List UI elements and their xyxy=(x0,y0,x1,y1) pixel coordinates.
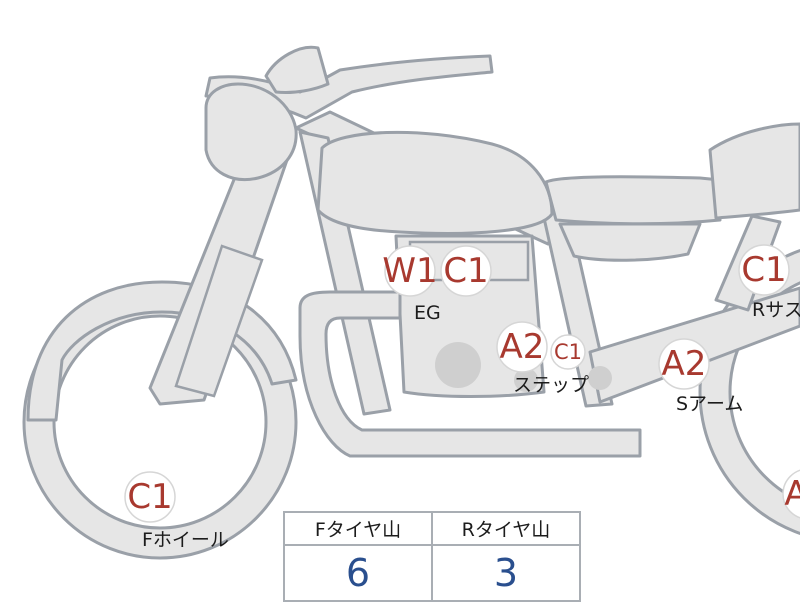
grade-text: C1 xyxy=(127,477,172,517)
meter xyxy=(264,45,330,94)
exhaust-pipe xyxy=(298,290,642,458)
label-engine: EG xyxy=(414,302,441,324)
grade-marker-swingarm-a2: A2 xyxy=(658,338,710,390)
rear-fender xyxy=(708,122,800,220)
tire-tread-table: Fタイヤ山 Rタイヤ山 6 3 xyxy=(283,511,581,602)
header-rear-tire: Rタイヤ山 xyxy=(431,511,581,546)
fuel-tank xyxy=(316,130,554,235)
engine-cover xyxy=(435,342,481,388)
footstep-left xyxy=(514,368,538,392)
label-swingarm: Sアーム xyxy=(676,393,743,415)
label-front-wheel: Fホイール xyxy=(142,529,229,551)
value-rear-tire: 3 xyxy=(431,544,581,602)
label-step: ステップ xyxy=(513,374,589,396)
value-front-tire: 6 xyxy=(283,544,433,602)
grade-marker-eg-w1: W1 xyxy=(382,245,438,297)
grade-text: C1 xyxy=(443,251,488,291)
grade-text: C1 xyxy=(554,340,582,364)
grade-text: A xyxy=(784,474,800,514)
grade-marker-rear-wheel-a: A xyxy=(782,469,800,519)
grade-text: W1 xyxy=(382,251,437,291)
tire-table-value-row: 6 3 xyxy=(283,544,581,602)
grade-text: C1 xyxy=(741,250,786,290)
grade-text: A2 xyxy=(662,344,707,384)
footstep-right xyxy=(588,366,612,390)
grade-marker-step-a2: A2 xyxy=(496,321,548,373)
fork-slider xyxy=(174,244,264,398)
grade-text: A2 xyxy=(500,327,545,367)
label-rear-susp: Rサス xyxy=(752,299,800,321)
grade-marker-eg-c1: C1 xyxy=(440,245,492,297)
grade-marker-front-wheel-c1: C1 xyxy=(124,471,176,523)
side-cover xyxy=(558,222,702,262)
seat xyxy=(544,175,722,226)
grade-marker-rear-susp-c1: C1 xyxy=(738,244,790,296)
headlight xyxy=(204,82,298,181)
grade-marker-step-c1: C1 xyxy=(550,334,586,370)
tire-table-header-row: Fタイヤ山 Rタイヤ山 xyxy=(283,511,581,546)
header-front-tire: Fタイヤ山 xyxy=(283,511,433,546)
